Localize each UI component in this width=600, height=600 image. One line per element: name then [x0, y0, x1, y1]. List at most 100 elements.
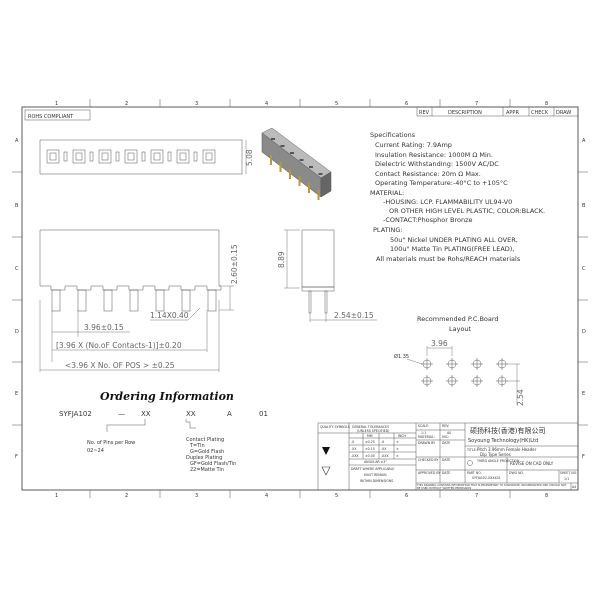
spec-line: Operating Temperature:-40°C to +105°C	[375, 179, 508, 187]
draft-note: MUST REMAIN	[364, 473, 387, 477]
draft-note: DRAFT WHERE APPLICABLE	[351, 467, 394, 471]
spec-line: Insulation Resistance: 1000M Ω Min.	[375, 151, 493, 159]
pin	[77, 289, 87, 312]
col-label: 4	[265, 101, 268, 107]
side-view: 8.89 2.54±0.15	[277, 229, 377, 322]
spec-footer: All materials must be Rohs/REACH materia…	[376, 255, 521, 263]
row-label: A	[582, 138, 586, 144]
contact-cavity	[124, 149, 138, 164]
title-label: TITLE:	[466, 448, 477, 452]
hole-diameter: Ø1.35	[394, 353, 409, 360]
title-block	[317, 422, 579, 491]
col-label: 3	[195, 101, 198, 107]
contact-cavity-inner	[153, 152, 161, 161]
pin	[298, 176, 301, 186]
tolerance-cell: ±0.05	[365, 454, 375, 458]
tolerance-cell: ±0.15	[365, 447, 375, 451]
col-label: 5	[335, 101, 338, 107]
plating-title: PLATING:	[373, 226, 403, 234]
pin	[155, 289, 165, 312]
quality-outline-triangle-icon	[321, 466, 331, 476]
col-label: 8	[545, 493, 548, 499]
plating-option: GF=Gold Flash/Tin	[190, 461, 236, 467]
row-label: C	[15, 266, 19, 272]
cavity-opening	[280, 145, 285, 147]
draw-header: DRAW	[556, 110, 571, 116]
pin	[317, 190, 320, 200]
overall-length-dimension: <3.96 X No. OF POS > ±0.25	[65, 361, 175, 370]
tolerance-cell: ±0.25	[365, 440, 375, 444]
pin	[103, 289, 113, 312]
top-view: 5.08	[39, 139, 254, 175]
key-slot	[167, 151, 172, 162]
tolerances-title: GENERAL TOLERANCES	[352, 425, 389, 429]
contact-cavity-inner	[49, 152, 57, 161]
spec-line: Current Rating: 7.9Amp	[375, 141, 452, 149]
specifications: Specifications Current Rating: 7.9Amp In…	[370, 131, 545, 263]
approved-by-label: APPROVED BY	[418, 471, 440, 475]
part-no-label: PART NO.	[467, 471, 482, 475]
scale-label: SCALE:	[418, 424, 429, 428]
projection-symbol-icon	[467, 460, 473, 466]
quality-symbols-label: QUALITY SYMBOLS	[320, 425, 350, 429]
tolerance-cell: ±	[396, 454, 399, 458]
contacts-span-dimension: [3.96 X (No.oF Contacts-1)]±0.20	[56, 341, 182, 350]
revise-note: REVISE ON CAD ONLY	[510, 461, 554, 466]
checked-by-label: CHECKED BY	[418, 458, 438, 462]
row-label: B	[15, 203, 19, 209]
tolerance-cell: ±	[396, 447, 399, 451]
pin	[289, 169, 291, 179]
material-line: -CONTACT:Phosphor Bronze	[383, 216, 473, 224]
material-line: -HOUSING: LCP. FLAMMABILITY UL94-V0	[383, 198, 512, 206]
mm-header: MM	[367, 434, 373, 438]
sheet-value: 1/1	[564, 477, 569, 481]
tolerance-cell: .XX	[381, 447, 387, 451]
front-view: 2.60±0.15 1.14X0.40 3.96±0.15 [3.96 X (N…	[39, 229, 239, 372]
row-label: E	[15, 391, 18, 397]
plating-line: 100u" Matte Tin PLATING(FREE LEAD),	[390, 245, 514, 253]
row-labels: A B C D E F A B C D E F	[15, 138, 586, 460]
cavity-opening	[309, 166, 313, 168]
plating-option: T=Tin	[189, 443, 205, 449]
inch-header: INCH	[398, 434, 407, 438]
proprietary-notice-text: THIS DRAWING CONTAINS INFORMATION THAT I…	[417, 483, 567, 490]
material-label: MATERIAL:	[418, 435, 435, 439]
row-label: E	[582, 391, 585, 397]
contact-cavity	[176, 149, 190, 164]
connector-3d-view	[261, 127, 332, 200]
contact-cavity	[72, 149, 86, 164]
rev-label: REV:	[442, 424, 449, 428]
draft-note: WITHIN DIMENSIONS	[360, 479, 393, 483]
pins-range: 02~24	[87, 448, 104, 454]
cavity-opening	[290, 152, 294, 154]
row-label: B	[582, 203, 586, 209]
spec-title: Specifications	[370, 131, 416, 139]
company-name-cn: 硕扬科技(香港)有限公司	[470, 426, 545, 435]
contact-cavity	[150, 149, 164, 164]
ordering-information: Ordering Information SYFJA102 — XX XX A …	[59, 390, 268, 473]
check-header: CHECK	[531, 110, 549, 116]
appr-header: APPR	[506, 110, 519, 116]
col-label: 3	[195, 493, 198, 499]
tolerance-cell: .X	[381, 440, 385, 444]
pins-label: No. of Pins per Row	[87, 440, 135, 446]
contact-cavity	[46, 149, 60, 164]
pin-height-dimension: 2.60±0.15	[230, 244, 239, 284]
pin-size-dimension: 1.14X0.40	[150, 311, 189, 320]
rev-header: REV	[419, 110, 430, 116]
plating-line: 50u" Nickel UNDER PLATING ALL OVER,	[390, 236, 518, 244]
key-slot	[89, 151, 94, 162]
plating-option: Contact Plating	[186, 437, 224, 443]
tolerance-cell: ±	[396, 440, 399, 444]
pin	[207, 289, 217, 312]
pin	[279, 162, 282, 172]
tolerance-cell: .X	[351, 440, 355, 444]
pin	[270, 155, 272, 165]
quality-triangle-icon	[322, 447, 330, 455]
date-label: DATE	[442, 471, 450, 475]
part-prefix: SYFJA102	[59, 410, 92, 418]
height-dimension: 5.08	[245, 149, 254, 166]
pcb-subtitle: Layout	[449, 325, 472, 333]
col-label: 8	[545, 101, 548, 107]
